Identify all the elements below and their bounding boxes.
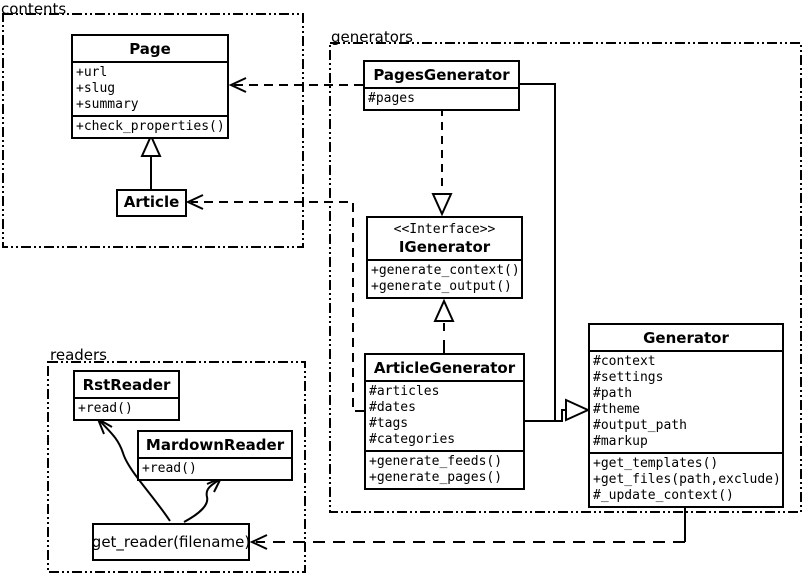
- edge-getreader-rstreader: [99, 420, 171, 522]
- open-arrowhead-page: [228, 77, 247, 93]
- method-row: +get_templates(): [593, 456, 719, 471]
- class-title: Article: [123, 193, 180, 211]
- package-label-generators: generators: [331, 28, 413, 46]
- attributes-section: #articles #dates #tags #categories: [366, 380, 523, 450]
- class-title: IGenerator: [398, 238, 491, 256]
- package-border-generators: [329, 42, 802, 513]
- attribute-row: +slug: [76, 81, 116, 96]
- attributes-section: +url +slug +summary: [73, 61, 227, 115]
- attributes-section: #context #settings #path #theme #output_…: [590, 350, 782, 452]
- attribute-row: #categories: [369, 432, 456, 447]
- inheritance-triangle-page: [140, 133, 162, 157]
- stereotype-label: <<Interface>>: [393, 222, 496, 237]
- method-row: +generate_feeds(): [369, 454, 503, 469]
- class-title: Page: [129, 40, 171, 58]
- method-row: +check_properties(): [76, 119, 224, 134]
- edge-articlegenerator-article-dependency: [191, 201, 364, 412]
- edge-getreader-mardownreader: [183, 479, 220, 523]
- node-label: get_reader(filename): [91, 533, 251, 551]
- package-label-contents: contents: [1, 0, 67, 18]
- attribute-row: #theme: [593, 402, 640, 417]
- class-article: Article: [116, 189, 187, 217]
- class-title: ArticleGenerator: [373, 359, 516, 377]
- attribute-row: +url: [76, 65, 108, 80]
- package-label-readers: readers: [50, 346, 107, 364]
- edge-articlegenerator-generator-inheritance: [555, 409, 566, 422]
- package-border-readers: [47, 361, 306, 573]
- class-title: RstReader: [82, 376, 171, 394]
- methods-section: +read(): [75, 397, 178, 419]
- method-row: +generate_context(): [371, 263, 518, 278]
- attribute-row: #context: [593, 354, 656, 369]
- class-pagesgenerator: PagesGenerator #pages: [363, 60, 520, 111]
- class-mardownreader: MardownReader +read(): [137, 430, 293, 481]
- method-row: +generate_pages(): [369, 470, 503, 485]
- class-title: PagesGenerator: [373, 66, 510, 84]
- attribute-row: #articles: [369, 384, 440, 399]
- attribute-row: #path: [593, 386, 633, 401]
- attributes-section: #pages: [365, 87, 518, 109]
- class-generator: Generator #context #settings #path #them…: [588, 323, 784, 508]
- interface-igenerator: <<Interface>> IGenerator +generate_conte…: [366, 216, 523, 299]
- attribute-row: #markup: [593, 434, 648, 449]
- class-rstreader: RstReader +read(): [73, 370, 180, 421]
- method-row: +read(): [78, 401, 133, 416]
- attribute-row: #pages: [368, 91, 415, 106]
- open-arrowhead-getreader: [249, 534, 268, 550]
- class-title: Generator: [643, 329, 729, 347]
- edge-pagesgenerator-generator-inheritance: [520, 83, 556, 422]
- class-title: MardownReader: [145, 436, 285, 454]
- attribute-row: #output_path: [593, 418, 687, 433]
- class-articlegenerator: ArticleGenerator #articles #dates #tags …: [364, 353, 525, 490]
- methods-section: +generate_feeds() +generate_pages(): [366, 450, 523, 488]
- methods-section: +get_templates() +get_files(path,exclude…: [590, 452, 782, 506]
- open-arrowhead-article: [185, 194, 204, 210]
- node-get-reader: get_reader(filename): [92, 523, 250, 561]
- method-row: #_update_context(): [593, 488, 734, 503]
- realization-triangle-igenerator-top: [431, 193, 453, 217]
- realization-triangle-igenerator-bottom: [433, 298, 455, 322]
- method-row: +generate_output(): [371, 279, 512, 294]
- methods-section: +generate_context() +generate_output(): [368, 259, 521, 297]
- method-row: +get_files(path,exclude): [593, 472, 779, 487]
- methods-section: +check_properties(): [73, 115, 227, 137]
- attribute-row: +summary: [76, 97, 139, 112]
- package-border-contents: [2, 13, 304, 248]
- attribute-row: #tags: [369, 416, 409, 431]
- inheritance-triangle-generator: [565, 398, 591, 422]
- class-page: Page +url +slug +summary +check_properti…: [71, 34, 229, 139]
- methods-section: +read(): [139, 457, 291, 479]
- attribute-row: #settings: [593, 370, 664, 385]
- attribute-row: #dates: [369, 400, 416, 415]
- method-row: +read(): [142, 461, 197, 476]
